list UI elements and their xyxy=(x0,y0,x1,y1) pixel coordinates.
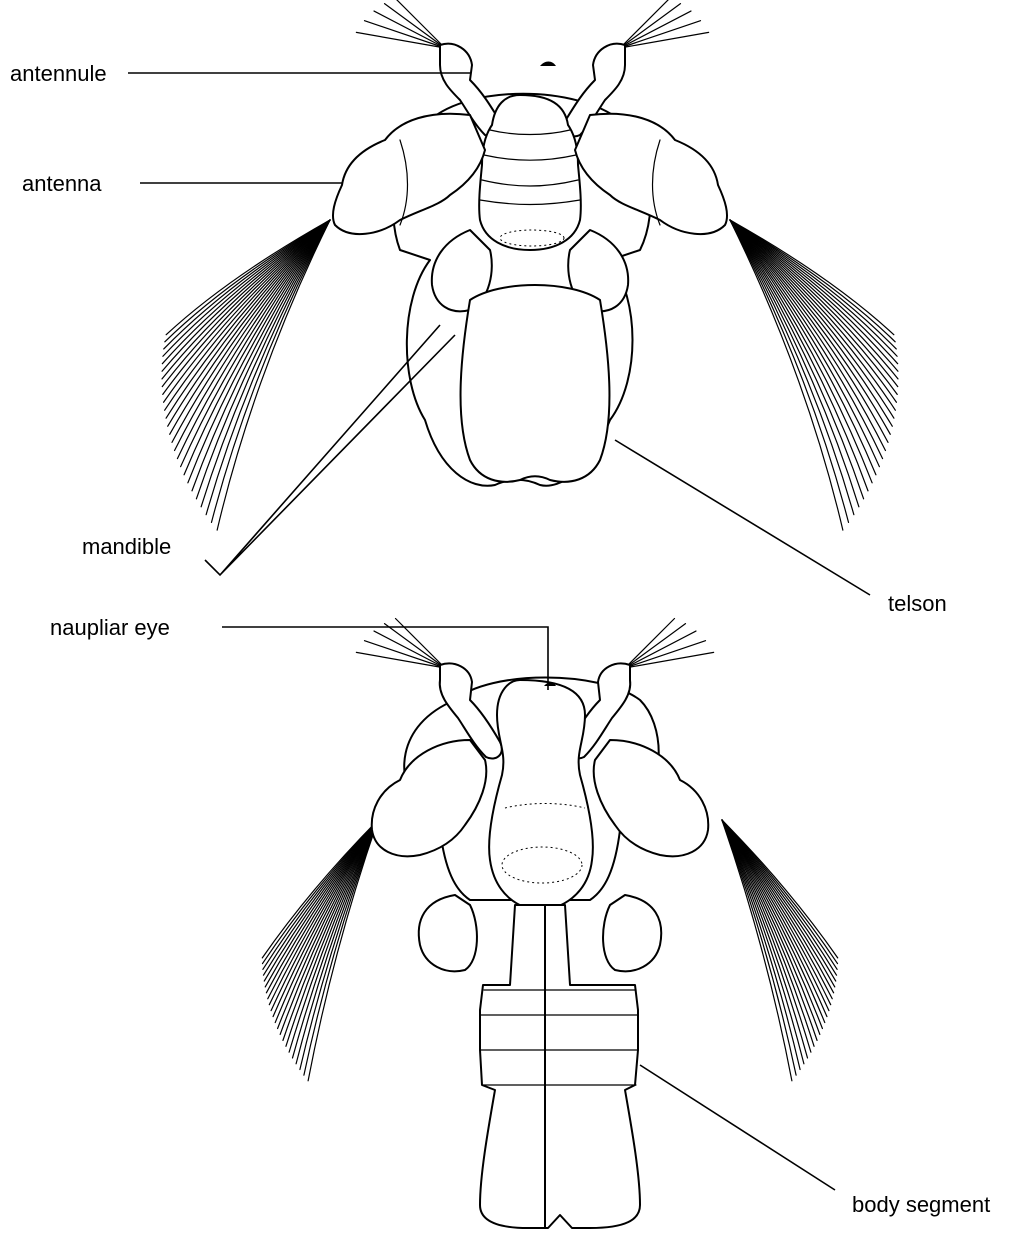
label-telson: telson xyxy=(888,591,947,616)
seta xyxy=(625,631,696,668)
label-naupliar-eye: naupliar eye xyxy=(50,615,170,640)
leader-body-segment xyxy=(640,1065,835,1190)
label-antennule: antennule xyxy=(10,61,107,86)
label-mandible: mandible xyxy=(82,534,171,559)
seta xyxy=(217,220,330,530)
nauplius-larva-top xyxy=(162,0,898,530)
seta xyxy=(722,820,800,1069)
seta xyxy=(365,641,445,668)
seta xyxy=(385,624,445,668)
dorsal-segments xyxy=(479,95,581,250)
seta xyxy=(300,820,378,1069)
telson-top xyxy=(461,285,610,482)
mandible-left-bottom xyxy=(419,895,477,971)
label-antenna: antenna xyxy=(22,171,102,196)
label-body-segment: body segment xyxy=(852,1192,990,1217)
seta xyxy=(730,220,843,530)
seta xyxy=(365,21,445,48)
seta xyxy=(374,11,445,48)
seta xyxy=(620,21,700,48)
antenna-setae-left xyxy=(162,0,445,530)
seta xyxy=(620,11,691,48)
seta xyxy=(625,624,685,668)
seta xyxy=(385,4,445,48)
mandible-right-bottom xyxy=(603,895,661,971)
antenna-setae-right xyxy=(620,0,898,530)
seta xyxy=(374,631,445,668)
seta xyxy=(620,4,680,48)
dorsal-body-bottom xyxy=(489,680,593,910)
seta xyxy=(625,641,705,668)
seta xyxy=(730,220,854,515)
